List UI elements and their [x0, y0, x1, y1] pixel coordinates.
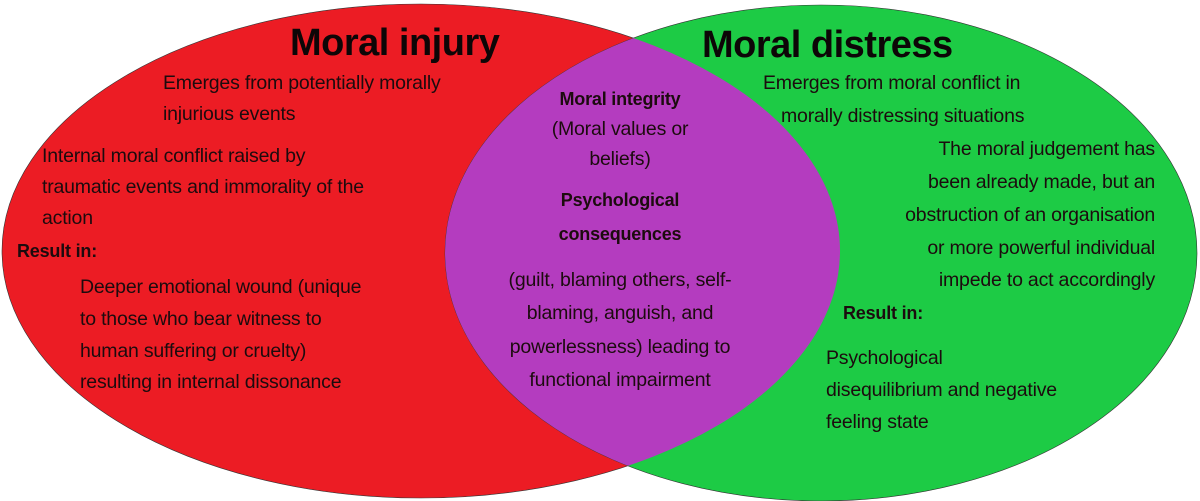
- distress-emerges-line: Emerges from moral conflict in: [763, 72, 1021, 94]
- distress-result-label: Result in:: [843, 303, 924, 323]
- moral-integrity-line: (Moral values or: [551, 118, 689, 140]
- distress-result-line: disequilibrium and negative: [826, 379, 1057, 401]
- injury-conflict-line: traumatic events and immorality of the: [42, 176, 364, 198]
- distress-result-line: Psychological: [826, 347, 943, 369]
- consequences-line: functional impairment: [529, 369, 711, 391]
- injury-emerges-line: Emerges from potentially morally: [163, 72, 441, 94]
- injury-result-line: to those who bear witness to: [80, 308, 322, 330]
- injury-result-line: Deeper emotional wound (unique: [80, 276, 362, 298]
- distress-judgement-line: been already made, but an: [927, 171, 1155, 193]
- injury-result-line: resulting in internal dissonance: [80, 371, 342, 393]
- injury-conflict-line: Internal moral conflict raised by: [42, 145, 306, 167]
- moral-integrity-line: beliefs): [589, 148, 651, 170]
- moral-integrity-label: Moral integrity: [559, 89, 681, 109]
- moral-injury-title: Moral injury: [290, 22, 500, 64]
- injury-result-label: Result in:: [17, 241, 98, 261]
- distress-result-line: feeling state: [826, 411, 929, 433]
- injury-emerges-line: injurious events: [163, 103, 296, 125]
- distress-judgement-line: impede to act accordingly: [938, 269, 1155, 291]
- consequences-line: powerlessness) leading to: [509, 336, 731, 358]
- consequences-line: (guilt, blaming others, self-: [508, 269, 732, 291]
- distress-judgement-line: The moral judgement has: [938, 138, 1155, 160]
- consequences-line: blaming, anguish, and: [526, 302, 714, 324]
- psych-consequences-label: Psychological: [560, 190, 680, 210]
- injury-result-line: human suffering or cruelty): [80, 340, 307, 362]
- distress-emerges-line: morally distressing situations: [781, 105, 1025, 127]
- distress-judgement-line: or more powerful individual: [927, 237, 1155, 259]
- overlap-region: [445, 5, 840, 498]
- distress-judgement-line: obstruction of an organisation: [905, 204, 1155, 226]
- injury-conflict-line: action: [42, 207, 93, 229]
- moral-distress-title: Moral distress: [702, 24, 953, 66]
- psych-consequences-label: consequences: [558, 224, 682, 244]
